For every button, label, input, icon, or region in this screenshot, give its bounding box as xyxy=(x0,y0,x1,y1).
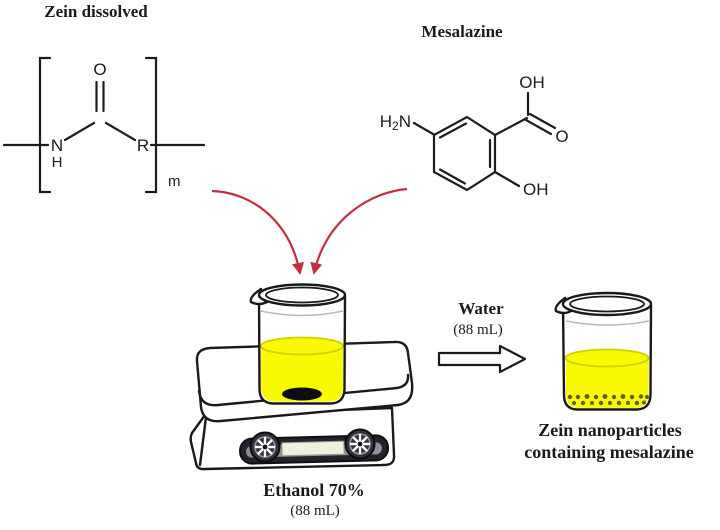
glass-highlight xyxy=(260,310,344,317)
atom-O: O xyxy=(93,60,106,79)
liquid-surface xyxy=(260,336,344,356)
beaker-wall xyxy=(257,294,347,405)
beaker-rim-inner xyxy=(569,295,645,313)
atom-N: N xyxy=(51,136,63,155)
zein-chemical-structure: N H O R m xyxy=(2,56,206,194)
zein-title: Zein dissolved xyxy=(44,2,148,21)
atom-H: H xyxy=(52,154,63,171)
atom-R: R xyxy=(137,136,149,155)
ethanol-label: Ethanol 70% xyxy=(263,480,365,500)
right-curved-arrow xyxy=(310,187,408,275)
left-knob[interactable] xyxy=(249,431,281,463)
block-arrow-right-icon xyxy=(437,344,527,374)
stirrer-display[interactable] xyxy=(281,440,345,457)
left-curved-arrow xyxy=(211,189,304,275)
glass-highlight xyxy=(565,320,650,326)
ethanol-volume-label: (88 mL) xyxy=(290,503,340,519)
hydroxyl-top-label: OH xyxy=(519,73,545,92)
substituent-bonds xyxy=(412,91,557,188)
mesalazine-chemical-structure: H2N OH O OH xyxy=(380,73,569,199)
liquid-body xyxy=(261,346,343,402)
amine-group-label: H2N xyxy=(380,112,411,133)
water-label: Water xyxy=(458,299,504,318)
hydroxyl-bottom-label: OH xyxy=(523,180,549,199)
benzene-ring xyxy=(432,115,497,192)
carbonyl-o-label: O xyxy=(555,127,568,146)
mixing-beaker xyxy=(249,283,347,405)
beaker-wall xyxy=(561,303,653,411)
water-volume-label: (88 mL) xyxy=(453,322,503,338)
water-addition-arrow xyxy=(437,344,527,374)
repeat-subscript-m: m xyxy=(168,173,181,190)
product-label-line1: Zein nanoparticles xyxy=(538,420,682,440)
zein-bonds xyxy=(2,56,206,194)
pouring-arrows xyxy=(211,187,408,275)
nanoparticle-dots xyxy=(567,394,649,406)
beaker-rim-inner xyxy=(265,286,339,304)
liquid-surface xyxy=(564,348,650,368)
product-beaker xyxy=(554,291,653,411)
stir-bar xyxy=(282,387,322,401)
right-knob[interactable] xyxy=(344,428,376,460)
product-label-line2: containing mesalazine xyxy=(524,442,694,462)
mesalazine-title: Mesalazine xyxy=(421,22,503,41)
